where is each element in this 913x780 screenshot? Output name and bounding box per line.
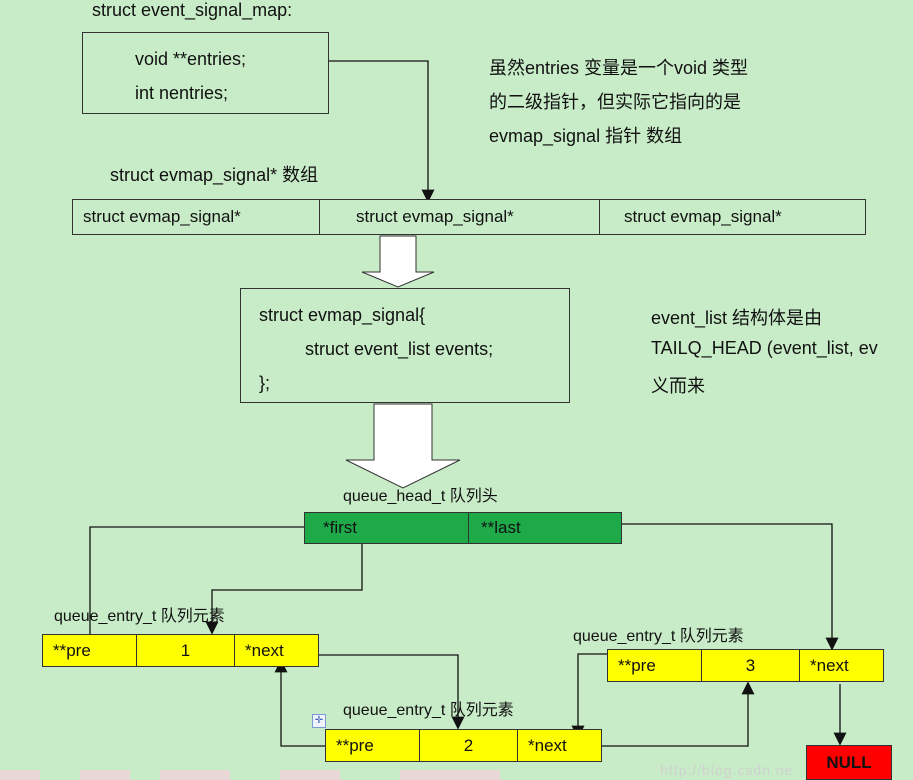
evmap-signal-array: struct evmap_signal* struct evmap_signal… xyxy=(72,199,866,235)
entry3-value: 3 xyxy=(702,650,800,681)
note-event-list-line-1: event_list 结构体是由 xyxy=(651,308,823,328)
map-title: struct event_signal_map: xyxy=(92,0,293,20)
queue-entry-2: **pre 2 *next xyxy=(325,729,602,762)
array-cell-2: struct evmap_signal* xyxy=(320,200,600,234)
map-field-entries: void **entries; xyxy=(135,49,247,69)
evmap-struct-line-1: struct evmap_signal{ xyxy=(259,305,426,325)
array-cell-1: struct evmap_signal* xyxy=(73,200,320,234)
entry1-next: *next xyxy=(245,640,284,660)
note-entries-line-3: evmap_signal 指针 数组 xyxy=(489,126,683,146)
entry2-value: 2 xyxy=(420,730,518,761)
null-box: NULL xyxy=(806,745,892,780)
entry1-pre: **pre xyxy=(43,635,137,666)
note-entries-line-2: 的二级指针，但实际它指向的是 xyxy=(489,92,741,112)
queue-entry-1: **pre 1 *next xyxy=(42,634,319,667)
entry2-label: queue_entry_t 队列元素 xyxy=(343,702,514,719)
bottom-strip-4 xyxy=(280,770,340,780)
array-title: struct evmap_signal* 数组 xyxy=(110,165,319,185)
event-signal-map-box: void **entries; int nentries; xyxy=(82,32,329,114)
queue-head-first: *first xyxy=(305,513,469,543)
block-arrow-2 xyxy=(345,403,461,489)
entry1-pre-to-first-arrow xyxy=(89,520,321,655)
entry3-pre: **pre xyxy=(608,650,702,681)
bottom-strip-2 xyxy=(80,770,130,780)
queue-head-last: **last xyxy=(481,518,521,537)
evmap-struct-line-2: struct event_list events; xyxy=(305,339,494,359)
note-event-list-line-2: TAILQ_HEAD (event_list, ev xyxy=(651,338,878,358)
entry2-next-to-entry3-arrow xyxy=(600,681,755,747)
entry2-pre-to-entry1-arrow xyxy=(274,659,330,747)
evmap-struct-line-3: }; xyxy=(259,373,271,393)
queue-head-label: queue_head_t 队列头 xyxy=(343,488,498,505)
array-cell-3: struct evmap_signal* xyxy=(624,207,782,226)
entry3-pre-to-entry2-arrow xyxy=(571,653,620,739)
map-field-nentries: int nentries; xyxy=(135,83,229,103)
entry1-next-to-entry2-arrow xyxy=(300,654,465,730)
entry1-label: queue_entry_t 队列元素 xyxy=(54,608,225,625)
watermark: http://blog.csdn.ne xyxy=(660,762,794,778)
last-to-entry3-arrow xyxy=(598,523,839,651)
queue-head: *first **last xyxy=(304,512,622,544)
entry1-value: 1 xyxy=(137,635,235,666)
block-arrow-1 xyxy=(361,235,435,288)
note-entries-line-1: 虽然entries 变量是一个void 类型 xyxy=(489,58,749,78)
queue-entry-3: **pre 3 *next xyxy=(607,649,884,682)
bottom-strip-1 xyxy=(0,770,40,780)
bottom-strip-3 xyxy=(160,770,230,780)
note-event-list-line-3: 义而来 xyxy=(651,376,705,396)
evmap-signal-struct-box: struct evmap_signal{ struct event_list e… xyxy=(240,288,570,403)
bottom-strip-5 xyxy=(400,770,500,780)
entry3-label: queue_entry_t 队列元素 xyxy=(573,628,744,645)
first-to-entry1-arrow xyxy=(205,527,363,635)
entry2-next: *next xyxy=(528,735,567,755)
move-handle-icon[interactable]: ✛ xyxy=(312,714,326,728)
entry2-pre: **pre xyxy=(326,730,420,761)
entry3-next: *next xyxy=(810,655,849,675)
